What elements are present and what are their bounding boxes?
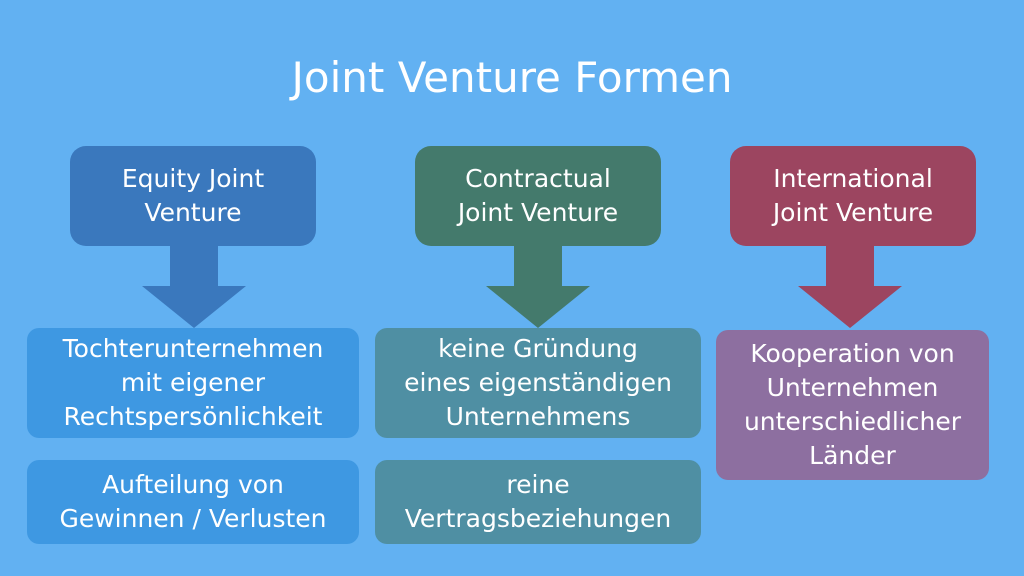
- equity-joint-venture-heading: Equity Joint Venture: [70, 146, 316, 246]
- contractual-card-contract-relations: reine Vertragsbeziehungen: [375, 460, 701, 544]
- equity-card-subsidiary: Tochterunternehmen mit eigener Rechtsper…: [27, 328, 359, 438]
- arrow-down-icon: [142, 246, 246, 328]
- contractual-card-no-founding: keine Gründung eines eigenständigen Unte…: [375, 328, 701, 438]
- arrow-down-icon: [486, 246, 590, 328]
- arrow-down-icon: [798, 246, 902, 328]
- international-card-cooperation: Kooperation von Unternehmen unterschiedl…: [716, 330, 989, 480]
- international-joint-venture-heading: International Joint Venture: [730, 146, 976, 246]
- diagram-title: Joint Venture Formen: [291, 53, 733, 102]
- contractual-joint-venture-heading: Contractual Joint Venture: [415, 146, 661, 246]
- equity-card-profit-sharing: Aufteilung von Gewinnen / Verlusten: [27, 460, 359, 544]
